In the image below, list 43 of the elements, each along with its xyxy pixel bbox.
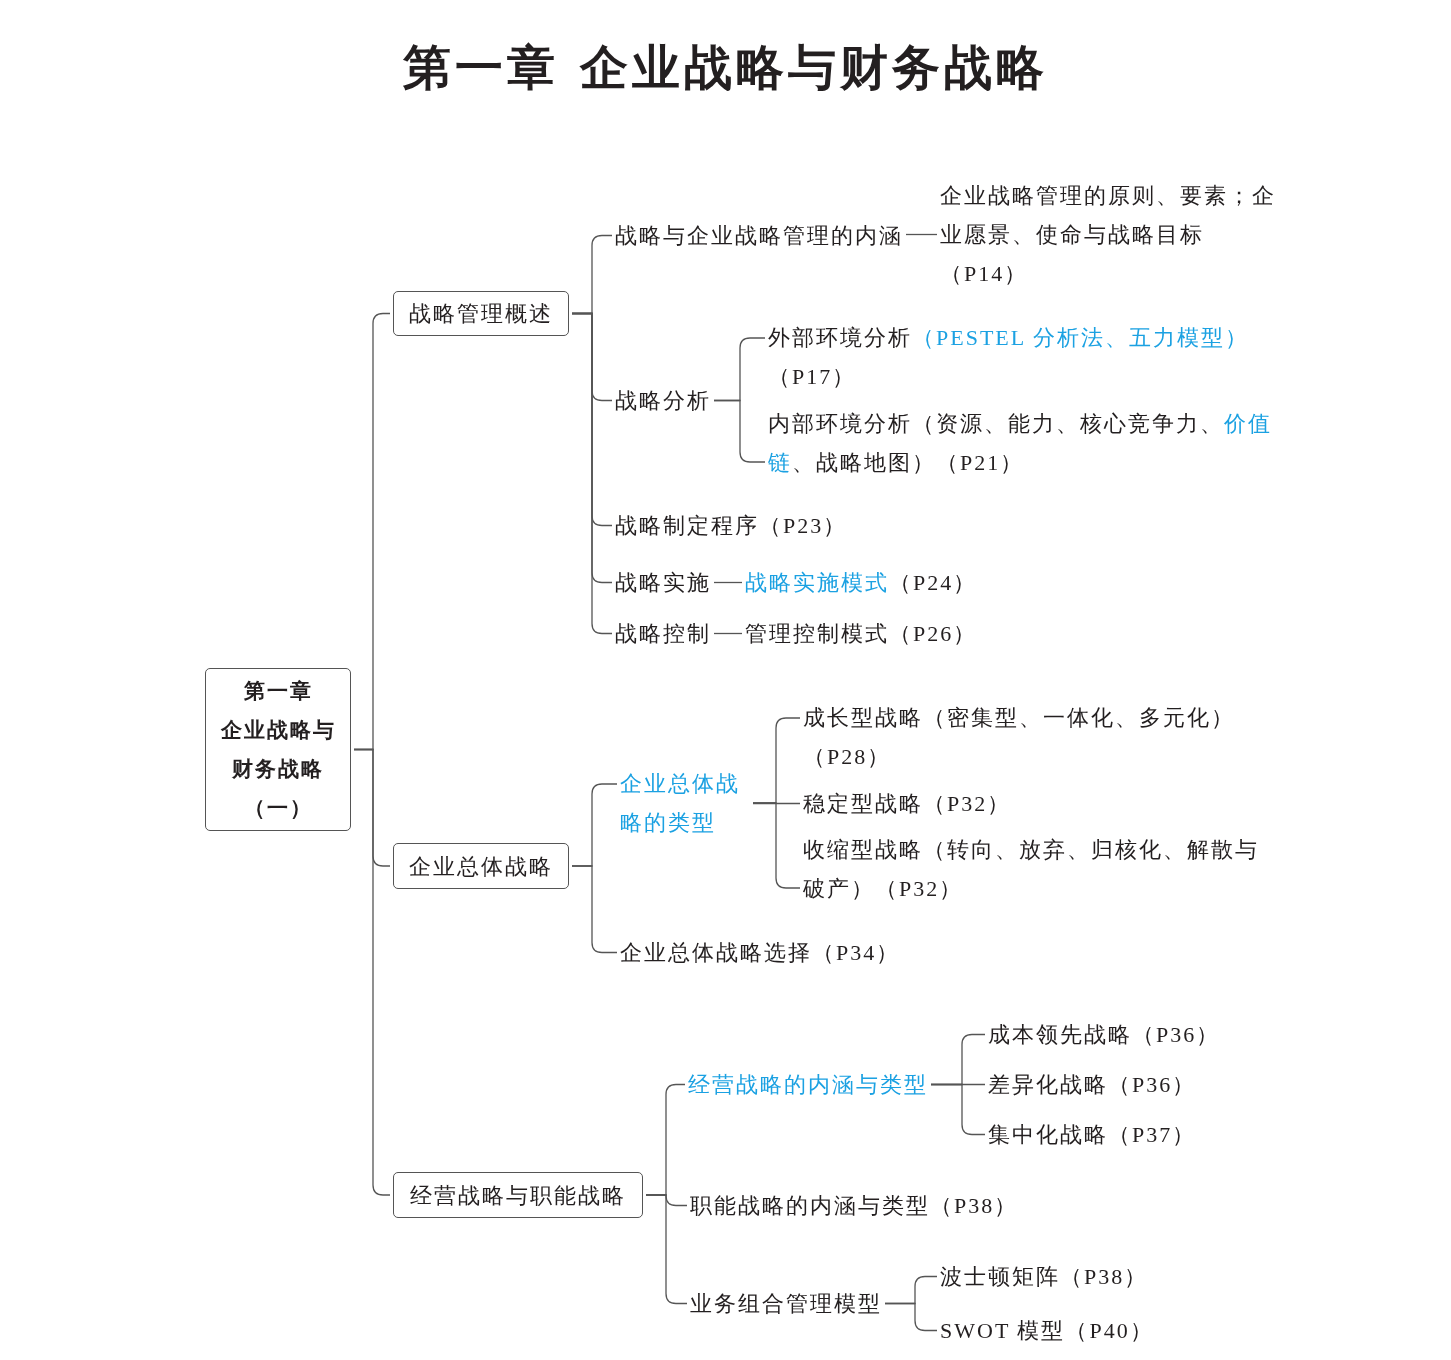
topic-label: 集中化战略（P37） — [988, 1114, 1197, 1154]
topic-label: 企业总体战略 — [408, 852, 554, 881]
connector-line — [930, 1083, 986, 1136]
topic-label: 战略分析 — [615, 380, 711, 420]
connector-line — [571, 865, 618, 954]
topic-label: 管理控制模式（P26） — [745, 613, 978, 653]
topic-label: 外部环境分析（PESTEL 分析法、五力模型）（P17） — [768, 318, 1288, 396]
topic-label: 战略管理概述 — [408, 299, 554, 328]
topic-label: 成本领先战略（P36） — [988, 1014, 1221, 1054]
topic-label: 战略实施模式（P24） — [745, 562, 978, 602]
topic-label: 企业战略管理的原则、要素；企业愿景、使命与战略目标（P14） — [940, 176, 1278, 293]
topic-label: 战略实施 — [615, 562, 711, 602]
topic-label: 内部环境分析（资源、能力、核心竞争力、价值链、战略地图）（P21） — [768, 404, 1283, 482]
topic-label: 差异化战略（P36） — [988, 1064, 1197, 1104]
topic-box — [393, 290, 569, 336]
topic-label: 战略与企业战略管理的内涵 — [615, 215, 903, 255]
connector-line — [752, 802, 801, 889]
topic-label: 职能战略的内涵与类型（P38） — [690, 1185, 1019, 1225]
topic-box — [393, 843, 569, 889]
connector-line — [713, 632, 743, 635]
connector-line — [905, 233, 938, 236]
connector-line — [884, 1302, 938, 1332]
connector-line — [713, 581, 743, 584]
connector-line — [571, 312, 613, 635]
connector-line — [645, 1194, 688, 1305]
topic-label: 经营战略与职能战略 — [409, 1181, 627, 1210]
chapter-box — [205, 668, 351, 831]
topic-label: 战略控制 — [615, 613, 711, 653]
chapter-heading: 第一章 — [242, 677, 314, 705]
topic-label: 波士顿矩阵（P38） — [940, 1256, 1149, 1296]
topic-label: 企业总体战略的类型 — [620, 764, 750, 842]
chapter-title: 企业战略与财务战略（一） — [219, 716, 337, 822]
topic-label: 企业总体战略选择（P34） — [620, 932, 901, 972]
page-title: 第一章 企业战略与财务战略 — [402, 38, 1049, 97]
topic-box — [393, 1172, 643, 1218]
topic-label: 稳定型战略（P32） — [803, 783, 1012, 823]
connector-line — [713, 399, 766, 463]
topic-label: SWOT 模型（P40） — [940, 1310, 1154, 1350]
topic-label: 收缩型战略（转向、放弃、归核化、解散与破产）（P32） — [803, 830, 1263, 908]
topic-label: 经营战略的内涵与类型 — [688, 1064, 928, 1104]
topic-label: 战略制定程序（P23） — [615, 505, 848, 545]
topic-label: 成长型战略（密集型、一体化、多元化）（P28） — [803, 698, 1273, 776]
topic-label: 业务组合管理模型 — [690, 1283, 882, 1323]
